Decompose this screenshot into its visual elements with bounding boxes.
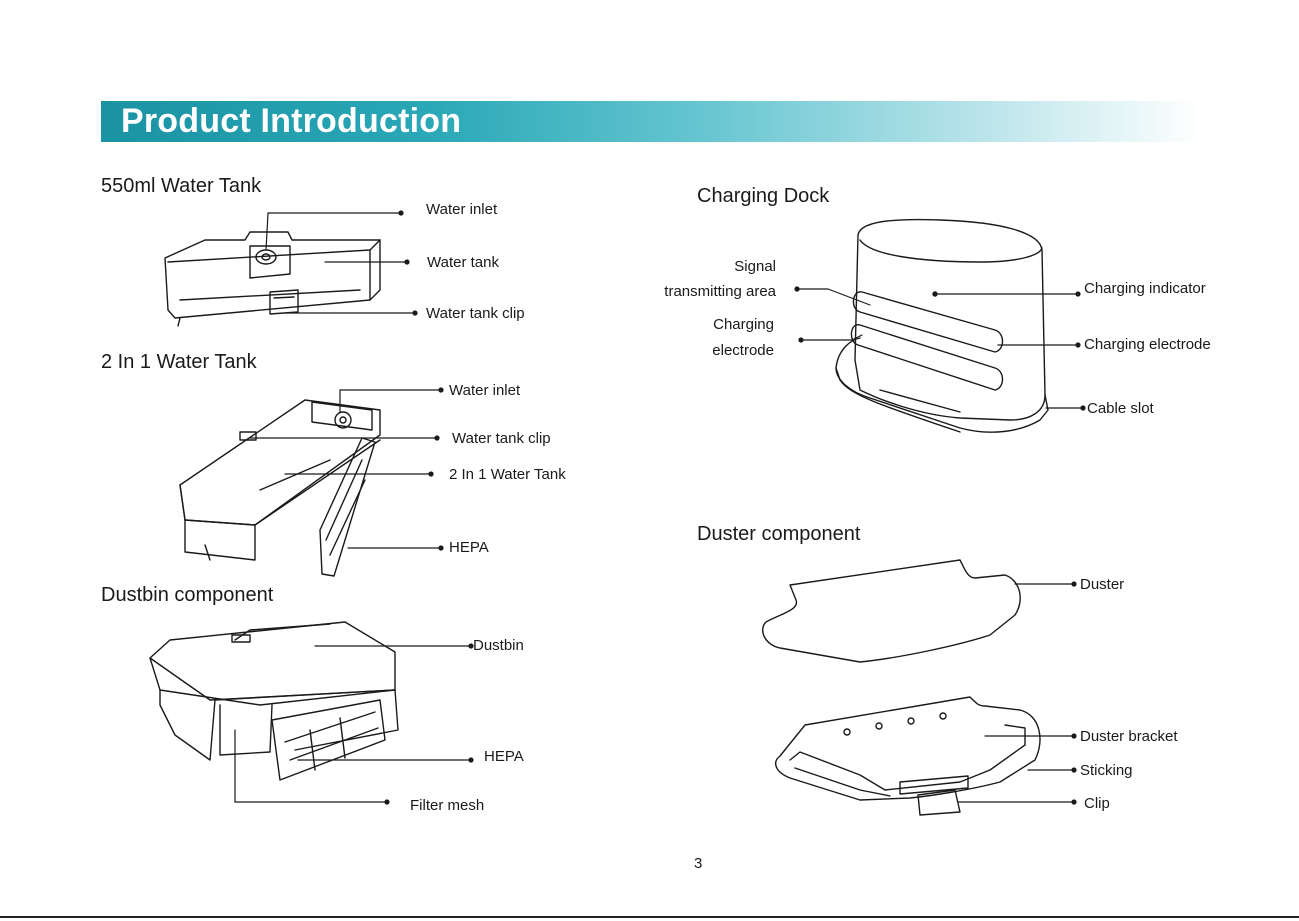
- label-filter-mesh: Filter mesh: [410, 797, 485, 814]
- title-bar: Product Introduction: [101, 101, 1201, 142]
- label-signal-line1: Signal: [734, 258, 776, 275]
- heading-550ml-water-tank: 550ml Water Tank: [101, 175, 262, 197]
- water-tank-2in1-illustration: [179, 399, 381, 577]
- label-dustbin: Dustbin: [473, 637, 524, 654]
- label-water-tank-clip: Water tank clip: [426, 305, 525, 322]
- label-water-inlet: Water inlet: [426, 201, 498, 218]
- label-signal-line2: transmitting area: [664, 283, 776, 300]
- heading-dustbin-component: Dustbin component: [101, 584, 274, 606]
- duster-leaders: [957, 581, 1077, 805]
- label-charging-electrode-left-line2: electrode: [712, 342, 774, 359]
- label-duster: Duster: [1080, 576, 1125, 593]
- duster-bracket-illustration: [774, 696, 1041, 816]
- label-2in1-hepa: HEPA: [449, 539, 489, 556]
- charging-dock-illustration: [835, 218, 1049, 433]
- water-tank-550-illustration: [164, 231, 381, 327]
- label-charging-electrode-left-line1: Charging: [713, 316, 774, 333]
- label-dustbin-hepa: HEPA: [484, 748, 524, 765]
- heading-2in1-water-tank: 2 In 1 Water Tank: [101, 351, 257, 373]
- bottom-rule: [0, 916, 1299, 918]
- charging-dock-leaders: [794, 286, 1086, 411]
- water-tank-550-leaders: [265, 210, 418, 316]
- label-clip: Clip: [1084, 795, 1110, 812]
- dustbin-illustration: [149, 621, 399, 781]
- label-sticking: Sticking: [1080, 762, 1133, 779]
- label-cable-slot: Cable slot: [1087, 400, 1154, 417]
- water-tank-2in1-leaders: [249, 387, 444, 551]
- dustbin-leaders: [234, 643, 474, 805]
- heading-duster-component: Duster component: [697, 523, 861, 545]
- page-number: 3: [694, 855, 703, 872]
- duster-illustration: [762, 559, 1021, 663]
- label-charging-indicator: Charging indicator: [1084, 280, 1206, 297]
- heading-charging-dock: Charging Dock: [697, 185, 830, 207]
- label-duster-bracket: Duster bracket: [1080, 728, 1178, 745]
- label-2in1-water-tank: 2 In 1 Water Tank: [449, 466, 566, 483]
- label-2in1-water-inlet: Water inlet: [449, 382, 521, 399]
- label-2in1-water-tank-clip: Water tank clip: [452, 430, 551, 447]
- page-title: Product Introduction: [121, 102, 462, 140]
- label-charging-electrode-right: Charging electrode: [1084, 336, 1211, 353]
- label-water-tank: Water tank: [427, 254, 499, 271]
